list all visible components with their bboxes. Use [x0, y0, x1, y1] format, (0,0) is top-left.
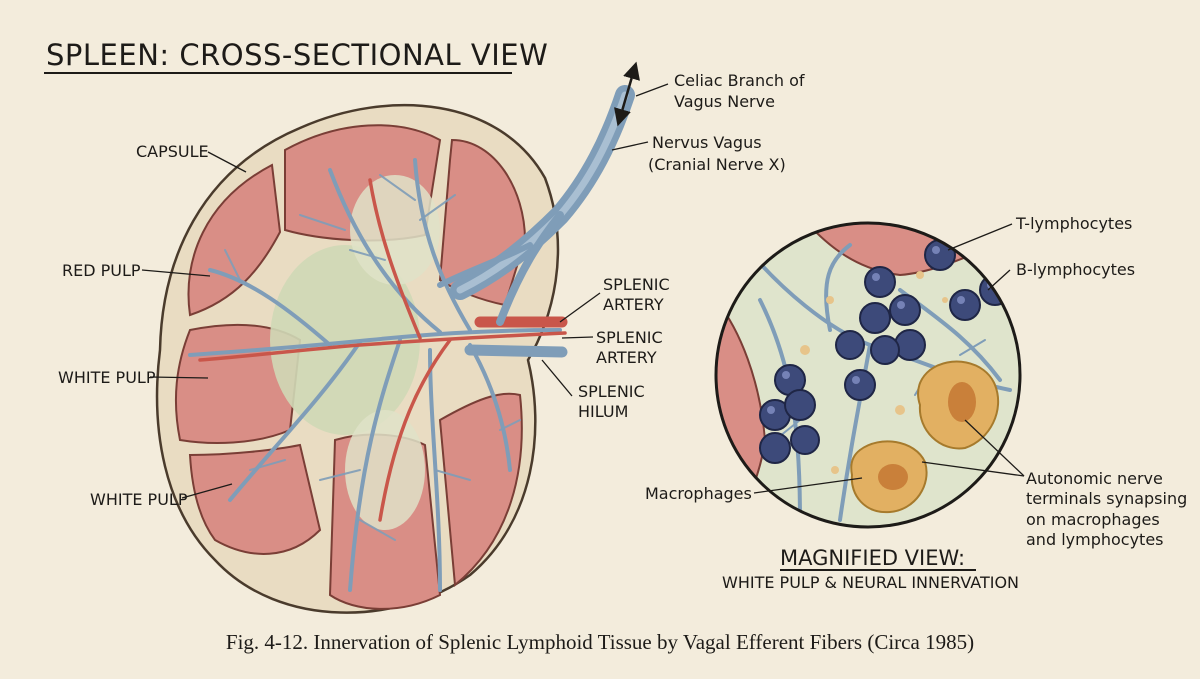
- spleen-cross-section: [155, 103, 567, 614]
- white-pulp-label-2: WHITE PULP: [90, 490, 188, 509]
- vagus-nerve-trunk: [437, 85, 635, 326]
- b-lymphocytes-label: B-lymphocytes: [1016, 260, 1136, 279]
- page-title: SPLEEN: CROSS-SECTIONAL VIEW: [46, 38, 549, 72]
- magnified-view-subtitle: WHITE PULP & NEURAL INNERVATION: [722, 573, 1019, 592]
- splenic-artery-label-1-line1: SPLENIC: [603, 275, 670, 294]
- nerve-terminals-label-line2: terminals synapsing: [1026, 489, 1188, 508]
- magnified-leader-lines: [753, 223, 1025, 494]
- nerve-terminals-label-line4: and lymphocytes: [1026, 530, 1164, 549]
- nervus-vagus-label-line2: (Cranial Nerve X): [648, 155, 786, 174]
- celiac-arrow: [614, 61, 640, 127]
- figure-caption: Fig. 4-12. Innervation of Splenic Lympho…: [225, 630, 975, 654]
- lobule: [188, 443, 322, 555]
- white-pulp-core: [270, 245, 420, 435]
- leader-lines: [141, 83, 669, 499]
- capsule-label: CAPSULE: [136, 142, 209, 161]
- splenic-artery-label-2-line1: SPLENIC: [596, 328, 663, 347]
- red-pulp-label: RED PULP: [62, 261, 141, 280]
- lobule: [187, 163, 282, 317]
- macrophages-label: Macrophages: [645, 484, 752, 503]
- splenic-hilum-label-line2: HILUM: [578, 402, 629, 421]
- splenic-artery-label-1-line2: ARTERY: [603, 295, 664, 314]
- nervus-vagus-label-line1: Nervus Vagus: [652, 133, 762, 152]
- celiac-branch-label-line2: Vagus Nerve: [674, 92, 775, 111]
- lobule: [438, 392, 523, 587]
- celiac-branch-label-line1: Celiac Branch of: [674, 71, 805, 90]
- hilum-vessels: [464, 316, 568, 358]
- nerve-terminals-label-line3: on macrophages: [1026, 510, 1160, 529]
- white-pulp-label-1: WHITE PULP: [58, 368, 156, 387]
- splenic-arteries: [198, 178, 567, 522]
- magnified-view: [714, 221, 1022, 529]
- splenic-artery-label-2-line2: ARTERY: [596, 348, 657, 367]
- nerve-terminals-label-line1: Autonomic nerve: [1026, 469, 1163, 488]
- intrasplenic-nerves: [188, 158, 562, 592]
- magnified-view-title: MAGNIFIED VIEW:: [780, 546, 966, 570]
- title-underline: [44, 72, 512, 74]
- magnified-title-underline: [780, 569, 976, 571]
- t-lymphocytes-label: T-lymphocytes: [1016, 214, 1133, 233]
- splenic-hilum-label-line1: SPLENIC: [578, 382, 645, 401]
